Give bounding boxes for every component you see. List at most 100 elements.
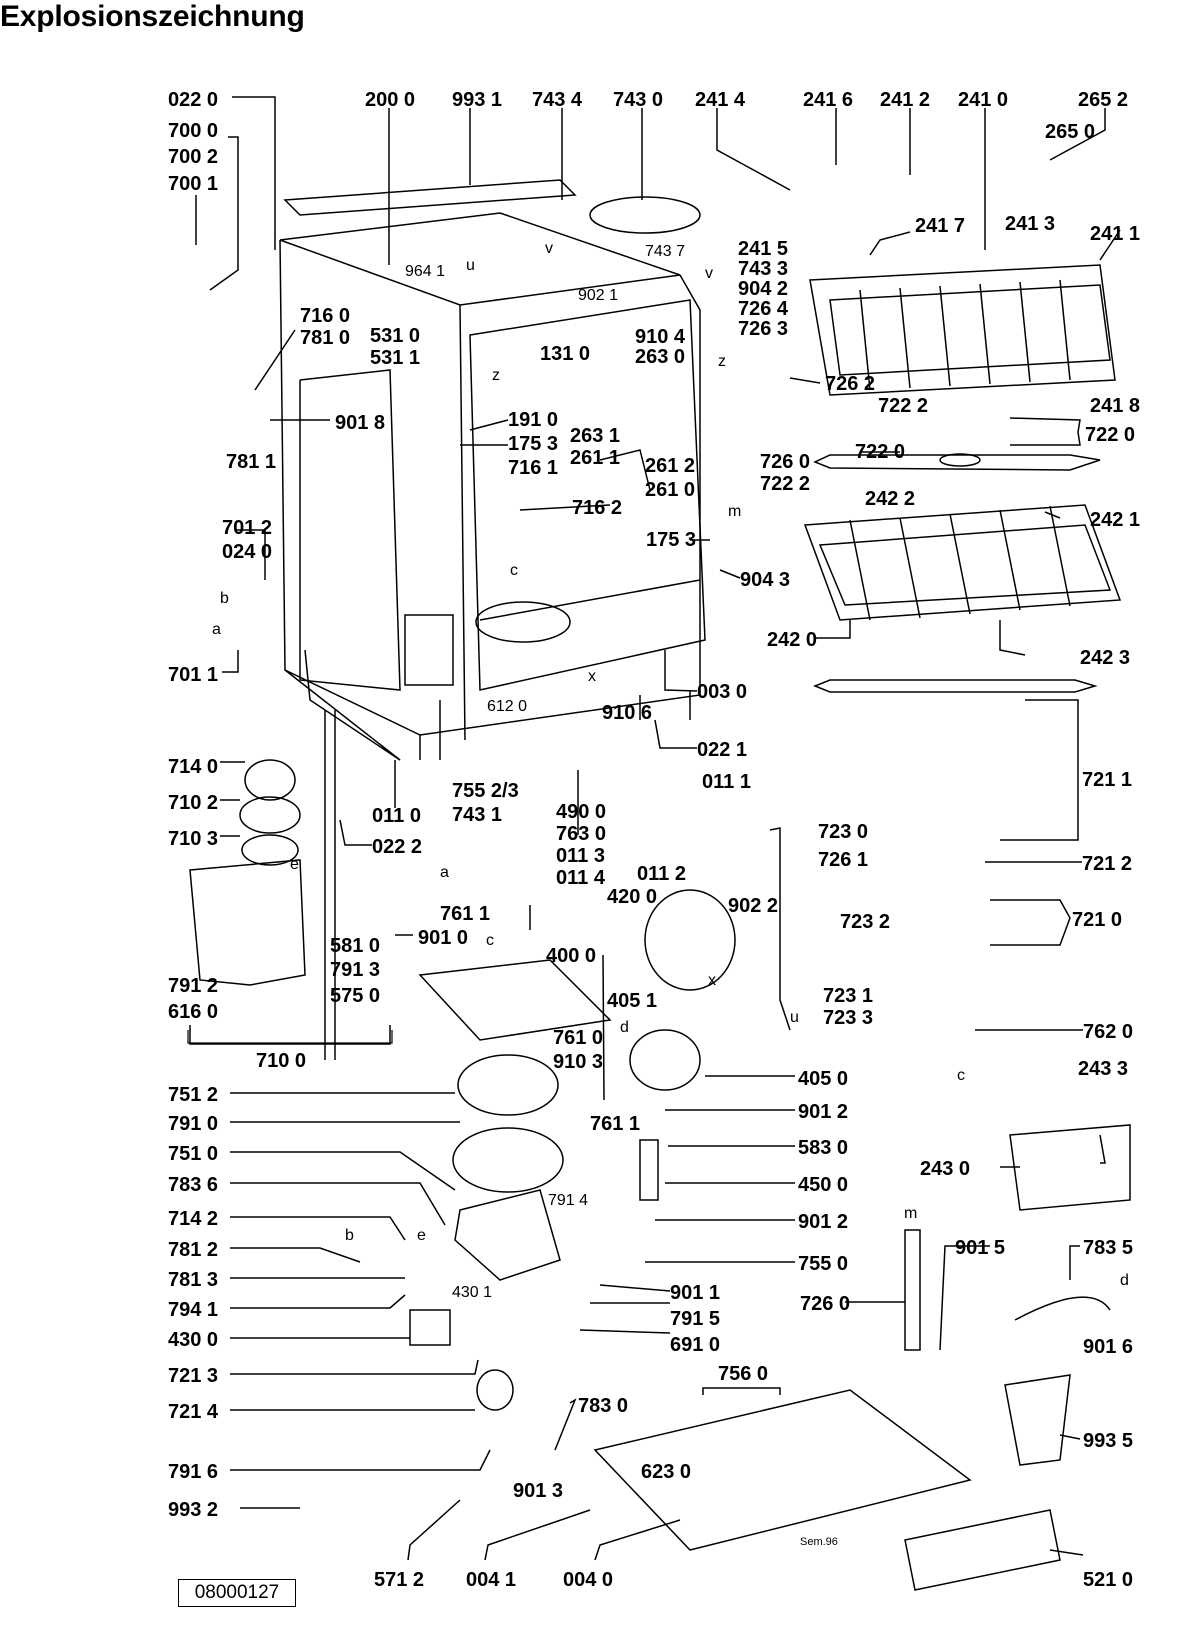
label-756-0: 756 0: [718, 1363, 768, 1385]
label-243-0: 243 0: [920, 1158, 970, 1180]
label-761-1-lower: 761 1: [590, 1113, 640, 1135]
label-531-1: 531 1: [370, 347, 420, 369]
leader-lines: [189, 96, 1121, 1561]
label-993-1: 993 1: [452, 89, 502, 111]
label-242-1: 242 1: [1090, 509, 1140, 531]
label-003-0: 003 0: [697, 681, 747, 703]
label-612-0: 612 0: [487, 698, 527, 715]
marker-c-right: c: [957, 1067, 965, 1084]
marker-z-tub: z: [492, 367, 500, 384]
label-583-0: 583 0: [798, 1137, 848, 1159]
lower-spray-arm: [812, 679, 1098, 693]
label-781-1: 781 1: [226, 451, 276, 473]
label-004-1: 004 1: [466, 1569, 516, 1591]
label-910-6: 910 6: [602, 702, 652, 724]
label-791-6: 791 6: [168, 1461, 218, 1483]
label-022-1: 022 1: [697, 739, 747, 761]
label-571-2: 571 2: [374, 1569, 424, 1591]
label-011-3: 011 3: [556, 845, 605, 867]
drawing-reference-number: 08000127: [178, 1579, 296, 1607]
marker-e-sump: e: [417, 1227, 426, 1244]
label-910-3: 910 3: [553, 1051, 603, 1073]
label-901-0: 901 0: [418, 927, 468, 949]
label-722-0-right: 722 0: [1085, 424, 1135, 446]
upper-spray-arm: [813, 453, 1101, 471]
label-791-2: 791 2: [168, 975, 218, 997]
label-743-1: 743 1: [452, 804, 502, 826]
label-261-1: 261 1: [570, 447, 620, 469]
marker-e-softener: e: [290, 856, 299, 873]
label-755-0: 755 0: [798, 1253, 848, 1275]
label-781-2: 781 2: [168, 1239, 218, 1261]
label-241-4: 241 4: [695, 89, 746, 111]
label-791-4: 791 4: [548, 1192, 588, 1209]
label-241-6: 241 6: [803, 89, 853, 111]
label-430-1: 430 1: [452, 1284, 492, 1301]
label-242-2: 242 2: [865, 488, 915, 510]
label-904-3: 904 3: [740, 569, 790, 591]
label-721-1: 721 1: [1082, 769, 1132, 791]
marker-c-tub: c: [510, 562, 518, 579]
label-791-3: 791 3: [330, 959, 380, 981]
label-904-2: 904 2: [738, 278, 788, 300]
label-794-1: 794 1: [168, 1299, 218, 1321]
marker-v-right: v: [705, 265, 713, 282]
label-721-0: 721 0: [1072, 909, 1122, 931]
label-755-2-3: 755 2/3: [452, 780, 519, 802]
label-762-0: 762 0: [1083, 1021, 1133, 1043]
label-200-0: 200 0: [365, 89, 415, 111]
cutlery-basket: [1009, 1124, 1131, 1211]
label-265-2: 265 2: [1078, 89, 1128, 111]
label-241-8: 241 8: [1090, 395, 1140, 417]
marker-a-right: a: [440, 864, 449, 881]
marker-b-left: b: [220, 590, 229, 607]
label-011-0: 011 0: [372, 805, 421, 827]
label-726-2: 726 2: [825, 373, 875, 395]
label-700-0: 700 0: [168, 120, 218, 142]
marker-u-top: u: [466, 257, 475, 274]
label-993-5: 993 5: [1083, 1430, 1133, 1452]
label-531-0: 531 0: [370, 325, 420, 347]
label-722-2-upper: 722 2: [878, 395, 928, 417]
label-726-0-upper: 726 0: [760, 451, 810, 473]
label-405-0: 405 0: [798, 1068, 848, 1090]
label-781-0: 781 0: [300, 327, 350, 349]
label-243-3: 243 3: [1078, 1058, 1128, 1080]
label-616-0: 616 0: [168, 1001, 218, 1023]
label-743-0: 743 0: [613, 89, 663, 111]
label-011-2: 011 2: [637, 863, 686, 885]
label-405-1: 405 1: [607, 990, 657, 1012]
label-450-0: 450 0: [798, 1174, 848, 1196]
label-265-0: 265 0: [1045, 121, 1095, 143]
label-721-4: 721 4: [168, 1401, 219, 1423]
marker-d-hose: d: [1120, 1272, 1129, 1289]
label-901-2-lower: 901 2: [798, 1211, 848, 1233]
label-241-7: 241 7: [915, 215, 965, 237]
label-011-1: 011 1: [702, 771, 751, 793]
marker-d-pump: d: [620, 1019, 629, 1036]
label-901-5: 901 5: [955, 1237, 1005, 1259]
date-stamp: Sem.96: [800, 1536, 838, 1548]
label-022-2: 022 2: [372, 836, 422, 858]
label-902-1: 902 1: [578, 287, 618, 304]
label-751-2: 751 2: [168, 1084, 218, 1106]
label-726-0-lower: 726 0: [800, 1293, 850, 1315]
label-781-3: 781 3: [168, 1269, 218, 1291]
label-902-2: 902 2: [728, 895, 778, 917]
marker-x-tub: x: [588, 668, 596, 685]
label-420-0: 420 0: [607, 886, 657, 908]
label-901-3: 901 3: [513, 1480, 563, 1502]
marker-v-top: v: [545, 240, 553, 257]
label-024-0: 024 0: [222, 541, 272, 563]
label-011-4: 011 4: [556, 867, 606, 889]
label-521-0: 521 0: [1083, 1569, 1133, 1591]
label-901-2-upper: 901 2: [798, 1101, 848, 1123]
label-791-0: 791 0: [168, 1113, 218, 1135]
label-175-3-lower: 175 3: [646, 529, 696, 551]
label-783-6: 783 6: [168, 1174, 218, 1196]
label-004-0: 004 0: [563, 1569, 613, 1591]
label-723-0: 723 0: [818, 821, 868, 843]
label-581-0: 581 0: [330, 935, 380, 957]
upper-basket: [809, 264, 1116, 396]
